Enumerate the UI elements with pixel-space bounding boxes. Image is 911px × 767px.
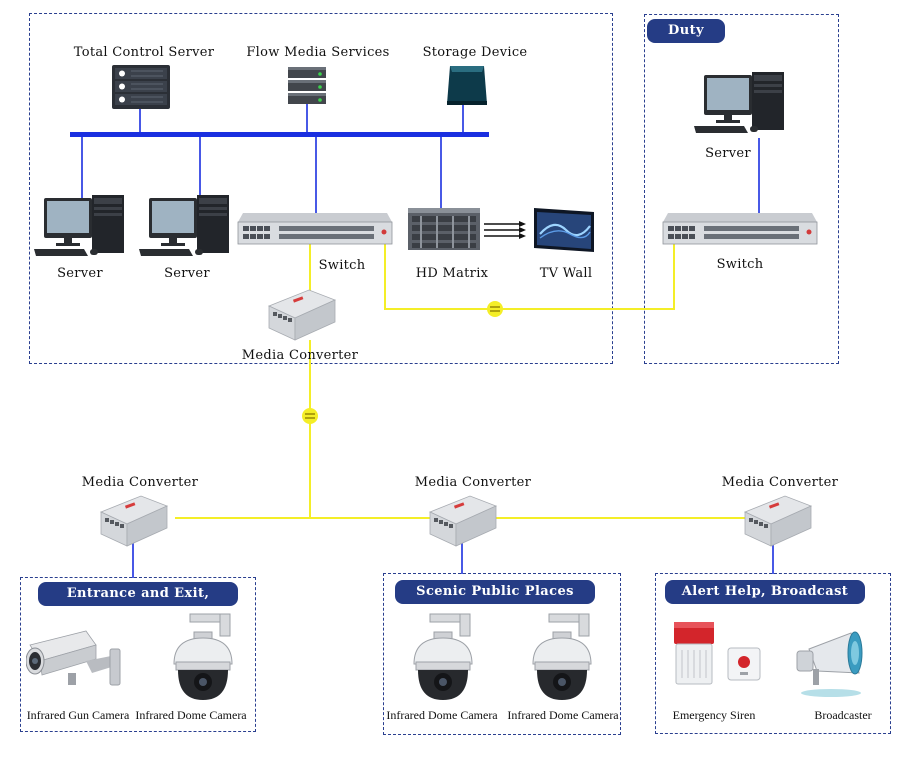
media-converter-left-label: Media Converter <box>81 475 199 490</box>
infrared-gun-camera-label: Infrared Gun Camera <box>26 708 130 722</box>
network-bus <box>70 132 489 137</box>
total-control-server-label: Total Control Server <box>73 45 215 60</box>
perimeter-zone-title: Entrance and Exit, Perimeter <box>38 582 238 625</box>
infrared-dome-camera-2-label: Infrared Dome Camera <box>386 708 498 722</box>
server-2-label: Server <box>164 266 210 281</box>
gun-camera-icon <box>26 630 121 686</box>
flow-media-services-label: Flow Media Services <box>246 45 390 60</box>
media-converter-icon <box>267 289 337 341</box>
switch-core-label: Switch <box>318 258 366 273</box>
desktop-computer-icon <box>139 195 229 256</box>
duty-switch-label: Switch <box>716 257 764 272</box>
loudspeaker-icon <box>796 631 863 697</box>
dome-camera-icon <box>532 613 592 700</box>
infrared-dome-camera-3-label: Infrared Dome Camera <box>507 708 619 722</box>
hd-matrix-label: HD Matrix <box>415 266 489 281</box>
media-converter-mid-label: Media Converter <box>414 475 532 490</box>
media-converter-right-label: Media Converter <box>721 475 839 490</box>
server-rack-icon <box>288 67 326 104</box>
duty-room-title: Duty Room <box>647 19 725 62</box>
tv-wall-label: TV Wall <box>539 266 593 281</box>
emergency-siren-label: Emergency Siren <box>672 708 756 722</box>
scenic-zone-title: Scenic Public Places <box>395 580 595 604</box>
server-rack-icon <box>112 65 170 109</box>
media-converter-icon <box>743 495 813 547</box>
desktop-computer-icon <box>34 195 124 256</box>
media-converter-core-label: Media Converter <box>241 348 359 363</box>
fiber-icon <box>487 301 503 317</box>
fiber-switch-to-duty <box>384 244 675 310</box>
tv-wall-icon <box>534 208 594 252</box>
storage-device-icon <box>447 66 487 105</box>
broadcaster-label: Broadcaster <box>814 708 872 722</box>
matrix-to-tvwall-lines <box>484 223 522 237</box>
network-switch-icon <box>662 213 818 245</box>
perimeter-zone <box>20 577 256 732</box>
fiber-icon <box>302 408 318 424</box>
scenic-zone <box>383 573 621 735</box>
alert-zone-title: Alert Help, Broadcast System <box>665 580 865 623</box>
media-converter-icon <box>428 495 498 547</box>
dome-camera-icon <box>413 613 473 700</box>
storage-device-label: Storage Device <box>422 45 528 60</box>
duty-server-label: Server <box>705 146 751 161</box>
duty-room-zone <box>644 14 839 364</box>
infrared-dome-camera-1-label: Infrared Dome Camera <box>135 708 247 722</box>
core-zone <box>29 13 613 364</box>
siren-icon <box>674 622 761 685</box>
media-converter-icon <box>99 495 169 547</box>
dome-camera-icon <box>173 613 233 700</box>
server-1-label: Server <box>57 266 103 281</box>
desktop-computer-icon <box>694 72 784 133</box>
network-switch-icon <box>237 213 393 245</box>
hd-matrix-icon <box>408 208 480 250</box>
